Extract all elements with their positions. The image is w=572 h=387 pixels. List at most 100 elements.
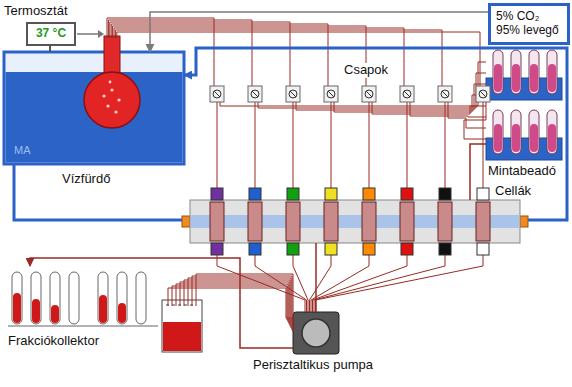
stopcock-valve [289,90,297,98]
sample-liquid [548,124,556,152]
stopcock-valve [441,90,449,98]
fraction-liquid [13,293,21,323]
collector-label: Frakciókollektor [8,334,99,349]
cell [286,202,300,241]
collector-base [8,326,158,327]
cell [248,202,262,241]
test-tube [31,272,41,324]
tube-connector [14,164,182,220]
scale-mark [178,305,181,306]
fraction-collector: Frakciókollektor [8,266,158,328]
reservoir-beaker [162,300,202,352]
sample-liquid [512,124,520,152]
stopcock-group [210,86,490,102]
tube [293,102,294,188]
gas-mixture: 5% CO₂ 95% levegő [496,10,562,38]
stopcocks-label: Csapok [342,63,390,78]
tube [314,255,445,312]
cell [476,202,490,241]
tube [184,280,293,326]
cell-cap [211,243,223,255]
cell-cap [439,188,451,200]
tube [448,102,486,128]
cell-cap [363,243,375,255]
scale-mark [184,305,187,306]
test-tube [136,272,146,324]
stopcock [400,86,414,102]
thermostat-box: Termosztát37 °C [26,22,76,46]
sample-liquid [512,64,520,92]
stopcock [476,86,490,102]
cell-cap [325,188,337,200]
stopcock-handle [480,91,486,97]
stopcock [210,86,224,102]
cell-block-label: Cellák [495,184,531,199]
peristaltic-pump: Perisztaltikus pumpa [293,312,339,354]
cell-housing [190,200,520,243]
sample-liquid [494,124,502,152]
fraction-liquid [99,295,107,323]
watermark: MA [14,144,31,157]
tube [220,62,486,106]
cell-group [210,188,490,255]
pump-label: Perisztaltikus pumpa [253,358,373,373]
tube [331,102,332,188]
stopcock-handle [252,91,258,97]
stopcock [324,86,338,102]
tube [176,284,293,322]
tube [311,255,369,312]
water-bath: Vízfürdő [4,52,184,164]
test-tube [69,272,79,324]
cell [324,202,338,241]
stopcock-valve [213,90,221,98]
sample-injector: Mintabeadó [486,56,562,160]
stopcock-handle [328,91,334,97]
tube [115,30,442,86]
scale-mark [190,305,193,306]
tube [255,102,256,188]
collector-tubes [12,272,146,324]
cell-cap [363,188,375,200]
sample-tube [493,110,503,154]
stopcock-handle [366,91,372,97]
tube-connector [470,144,486,200]
stopcock-handle [442,91,448,97]
sample-tube [493,50,503,94]
cell-cap [287,243,299,255]
tube [111,24,328,86]
tube [192,276,293,330]
stopcock-valve [327,90,335,98]
tube [313,255,408,312]
thermostat-stand [49,46,51,52]
thermostat-title: Termosztát [4,4,68,19]
tube [316,255,484,312]
stopcock [286,86,300,102]
gas-supply-box: 5% CO₂ 95% levegő [488,3,570,45]
flask [84,72,140,128]
tube [114,28,404,86]
sample-tube [547,110,557,154]
fraction-liquid [32,299,40,323]
tube [445,102,446,188]
sample-tube [511,50,521,94]
thermostat-lead [77,33,98,35]
stopcock-handle [404,91,410,97]
tube [217,102,218,188]
sample-injector-label: Mintabeadó [488,164,556,179]
stopcock-valve [251,90,259,98]
reservoir-liquid [163,322,201,351]
tube [180,282,293,324]
test-tube [117,272,127,324]
cell-cap [401,243,413,255]
cell-cap [477,243,489,255]
tube [117,32,480,86]
tube [483,102,484,188]
sample-tube [529,110,539,154]
scale-mark [166,305,169,306]
cell-cap [249,188,261,200]
test-tube [50,272,60,324]
sample-liquid [530,64,538,92]
sample-liquid [548,64,556,92]
